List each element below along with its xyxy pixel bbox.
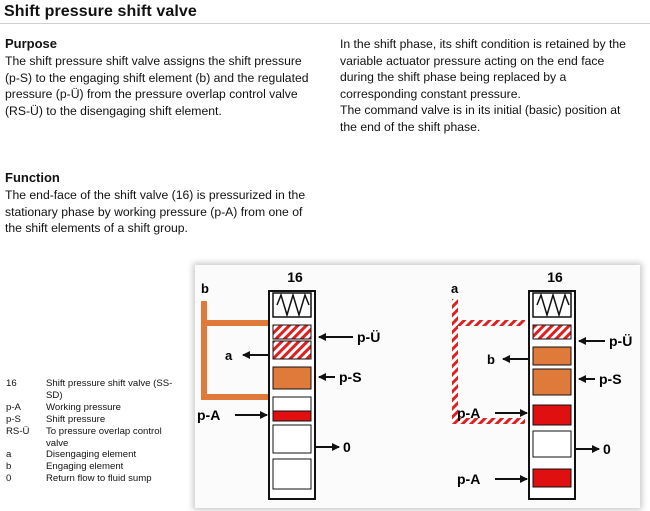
right-spring-icon [536, 292, 570, 318]
legend-symbol: 0 [6, 473, 12, 485]
function-text: The end-face of the shift valve (16) is … [5, 188, 306, 236]
valve-diagram-figure: 16 b p-Ü a p-S [195, 265, 640, 508]
legend-symbol: a [6, 449, 12, 461]
legend-row: p-S Shift pressure [6, 414, 181, 426]
page-title: Shift pressure shift valve [4, 3, 197, 20]
legend-row: a Disengaging element [6, 449, 181, 461]
left-hatched-chamber [272, 324, 312, 340]
left-spool-land [272, 366, 312, 390]
legend-row: b Engaging element [6, 461, 181, 473]
left-line-b-top [201, 301, 271, 326]
purpose-section: Purpose The shift pressure shift valve a… [5, 35, 317, 119]
legend-symbol: p-A [6, 401, 21, 413]
left-a-label: a [225, 348, 233, 363]
legend-description: Shift pressure shift valve (SS-SD) [46, 378, 173, 401]
left-valve: 16 b p-Ü a p-S [197, 269, 380, 500]
legend-symbol: p-S [6, 413, 21, 425]
legend-description: Working pressure [46, 401, 122, 413]
right-ps-label: p-S [599, 371, 622, 387]
right-line-a [452, 299, 525, 424]
legend-description: Return flow to fluid sump [46, 473, 152, 485]
left-line-b [201, 301, 274, 400]
legend-row: 0 Return flow to fluid sump [6, 473, 181, 485]
right-end-chamber [532, 468, 572, 488]
shift-phase-section: In the shift phase, its shift condition … [340, 36, 640, 136]
left-spool-land [272, 424, 312, 454]
right-pa-bottom-label: p-A [457, 471, 480, 487]
left-working-chamber [272, 410, 312, 422]
right-pu-label: p-Ü [609, 333, 632, 349]
right-spool-land [532, 430, 572, 458]
right-b-label: b [487, 352, 495, 367]
left-valve-number: 16 [287, 269, 303, 285]
right-valve: 16 a p-Ü b p-S [451, 269, 632, 500]
title-divider [0, 23, 650, 24]
right-spool-land [532, 368, 572, 396]
left-spring-icon [276, 292, 310, 318]
right-pa-label: p-A [457, 405, 480, 421]
legend-symbol: RS-Ü [6, 425, 30, 437]
left-ps-label: p-S [339, 369, 362, 385]
legend-row: RS-Ü To pressure overlap control valve [6, 426, 181, 450]
left-pa-label: p-A [197, 407, 220, 423]
legend-symbol: b [6, 461, 12, 473]
legend-description: Engaging element [46, 461, 124, 473]
legend: 16 Shift pressure shift valve (SS-SD) p-A… [6, 378, 181, 485]
valve-diagram: 16 b p-Ü a p-S [197, 269, 632, 500]
legend-row: 16 Shift pressure shift valve (SS-SD) [6, 378, 181, 402]
legend-symbol: 16 [6, 378, 17, 389]
purpose-text: The shift pressure shift valve assigns t… [5, 54, 309, 118]
right-valve-number: 16 [547, 269, 563, 285]
shift-phase-text: In the shift phase, its shift condition … [340, 37, 626, 101]
left-spool-land [272, 340, 312, 360]
left-spool-land [272, 396, 312, 412]
legend-description: To pressure overlap control valve [46, 425, 162, 449]
left-line-b-label: b [201, 281, 209, 296]
legend-row: p-A Working pressure [6, 402, 181, 414]
right-hatched-chamber [532, 324, 572, 340]
right-working-chamber [532, 404, 572, 426]
legend-description: Disengaging element [46, 449, 137, 461]
left-spool-land [272, 458, 312, 490]
function-section: Function The end-face of the shift valve… [5, 169, 317, 237]
left-pu-label: p-Ü [357, 329, 380, 345]
legend-description: Shift pressure [46, 413, 106, 425]
left-0-label: 0 [343, 439, 351, 455]
function-heading: Function [5, 170, 60, 185]
right-spool-land [532, 346, 572, 366]
right-0-label: 0 [603, 441, 611, 457]
purpose-heading: Purpose [5, 36, 58, 51]
command-valve-text: The command valve is in its initial (bas… [340, 103, 621, 134]
right-line-a-label: a [451, 281, 459, 296]
